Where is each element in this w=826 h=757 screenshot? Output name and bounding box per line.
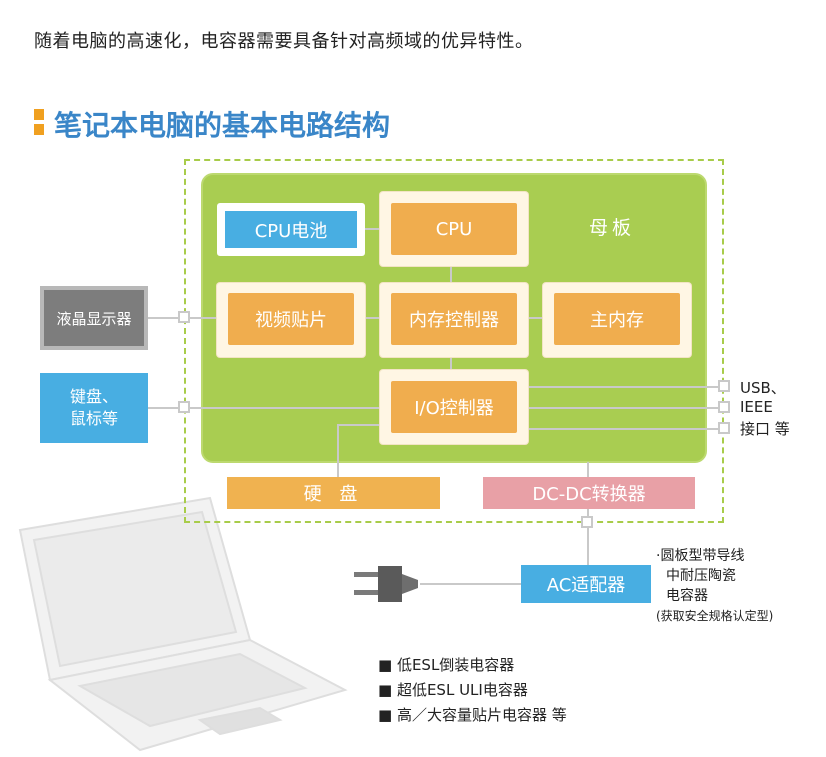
connector-ieee (718, 401, 730, 413)
keyboard-label-line1: 键盘、 (69, 387, 118, 406)
memory-controller: 内存控制器 (391, 293, 517, 345)
line-dcdc-ac (587, 509, 589, 566)
motherboard-label: 母板 (589, 217, 636, 239)
line-io-harddisk-h (337, 424, 387, 426)
line-io-port3 (520, 428, 720, 430)
line-plug-ac (420, 583, 522, 585)
system-boundary (184, 159, 724, 523)
lcd-display: 液晶显示器 (40, 286, 148, 350)
io-controller: I/O控制器 (391, 381, 517, 433)
line-io-harddisk-v (337, 424, 339, 478)
ac-note-line1: ·圆板型带导线 (656, 548, 745, 564)
main-memory: 主内存 (554, 293, 680, 345)
connector-usb (718, 380, 730, 392)
cpu-battery: CPU电池 (225, 211, 357, 248)
intro-text: 随着电脑的高速化，电容器需要具备针对高频域的优异特性。 (34, 31, 534, 52)
keyboard-mouse: 键盘、 鼠标等 (40, 373, 148, 443)
line-io-port2 (520, 407, 720, 409)
title-marker-icon (34, 109, 44, 135)
keyboard-label-line2: 鼠标等 (69, 409, 118, 428)
ac-capacitor-note: ·圆板型带导线 中耐压陶瓷 电容器 (获取安全规格认定型) (656, 546, 773, 626)
line-memctrl-mainmem (520, 317, 548, 319)
line-battery-cpu (355, 228, 385, 230)
ac-note-line2: 中耐压陶瓷 (666, 568, 736, 584)
hard-disk: 硬 盘 (227, 477, 440, 509)
connector-lcd (178, 311, 190, 323)
line-keyboard-io (148, 407, 388, 409)
video-chip: 视频贴片 (228, 293, 354, 345)
line-io-port1 (520, 386, 720, 388)
line-board-dcdc (587, 462, 589, 478)
ac-note-line3: 电容器 (666, 588, 708, 604)
connector-keyboard (178, 401, 190, 413)
connector-dcdc-ac (581, 516, 593, 528)
ac-adapter: AC适配器 (521, 565, 651, 603)
capacitor-legend: ■ 低ESL倒装电容器 ■ 超低ESL ULI电容器 ■ 高／大容量贴片电容器 … (378, 653, 567, 728)
line-video-memctrl (355, 317, 385, 319)
connector-interface (718, 422, 730, 434)
power-plug-icon (354, 566, 418, 602)
port-ieee-label: IEEE (740, 398, 773, 416)
dcdc-converter: DC-DC转换器 (483, 477, 695, 509)
line-memctrl-io (450, 352, 452, 372)
cpu: CPU (391, 203, 517, 255)
ac-note-line4: (获取安全规格认定型) (656, 609, 774, 623)
line-cpu-memctrl (450, 264, 452, 284)
legend-item: ■ 高／大容量贴片电容器 等 (378, 706, 567, 724)
laptop-illustration-icon (18, 496, 348, 752)
port-usb-label: USB、 (740, 379, 786, 397)
legend-item: ■ 低ESL倒装电容器 (378, 656, 515, 674)
port-interface-label: 接口 等 (740, 420, 790, 438)
section-title: 笔记本电脑的基本电路结构 (54, 109, 391, 142)
legend-item: ■ 超低ESL ULI电容器 (378, 681, 528, 699)
